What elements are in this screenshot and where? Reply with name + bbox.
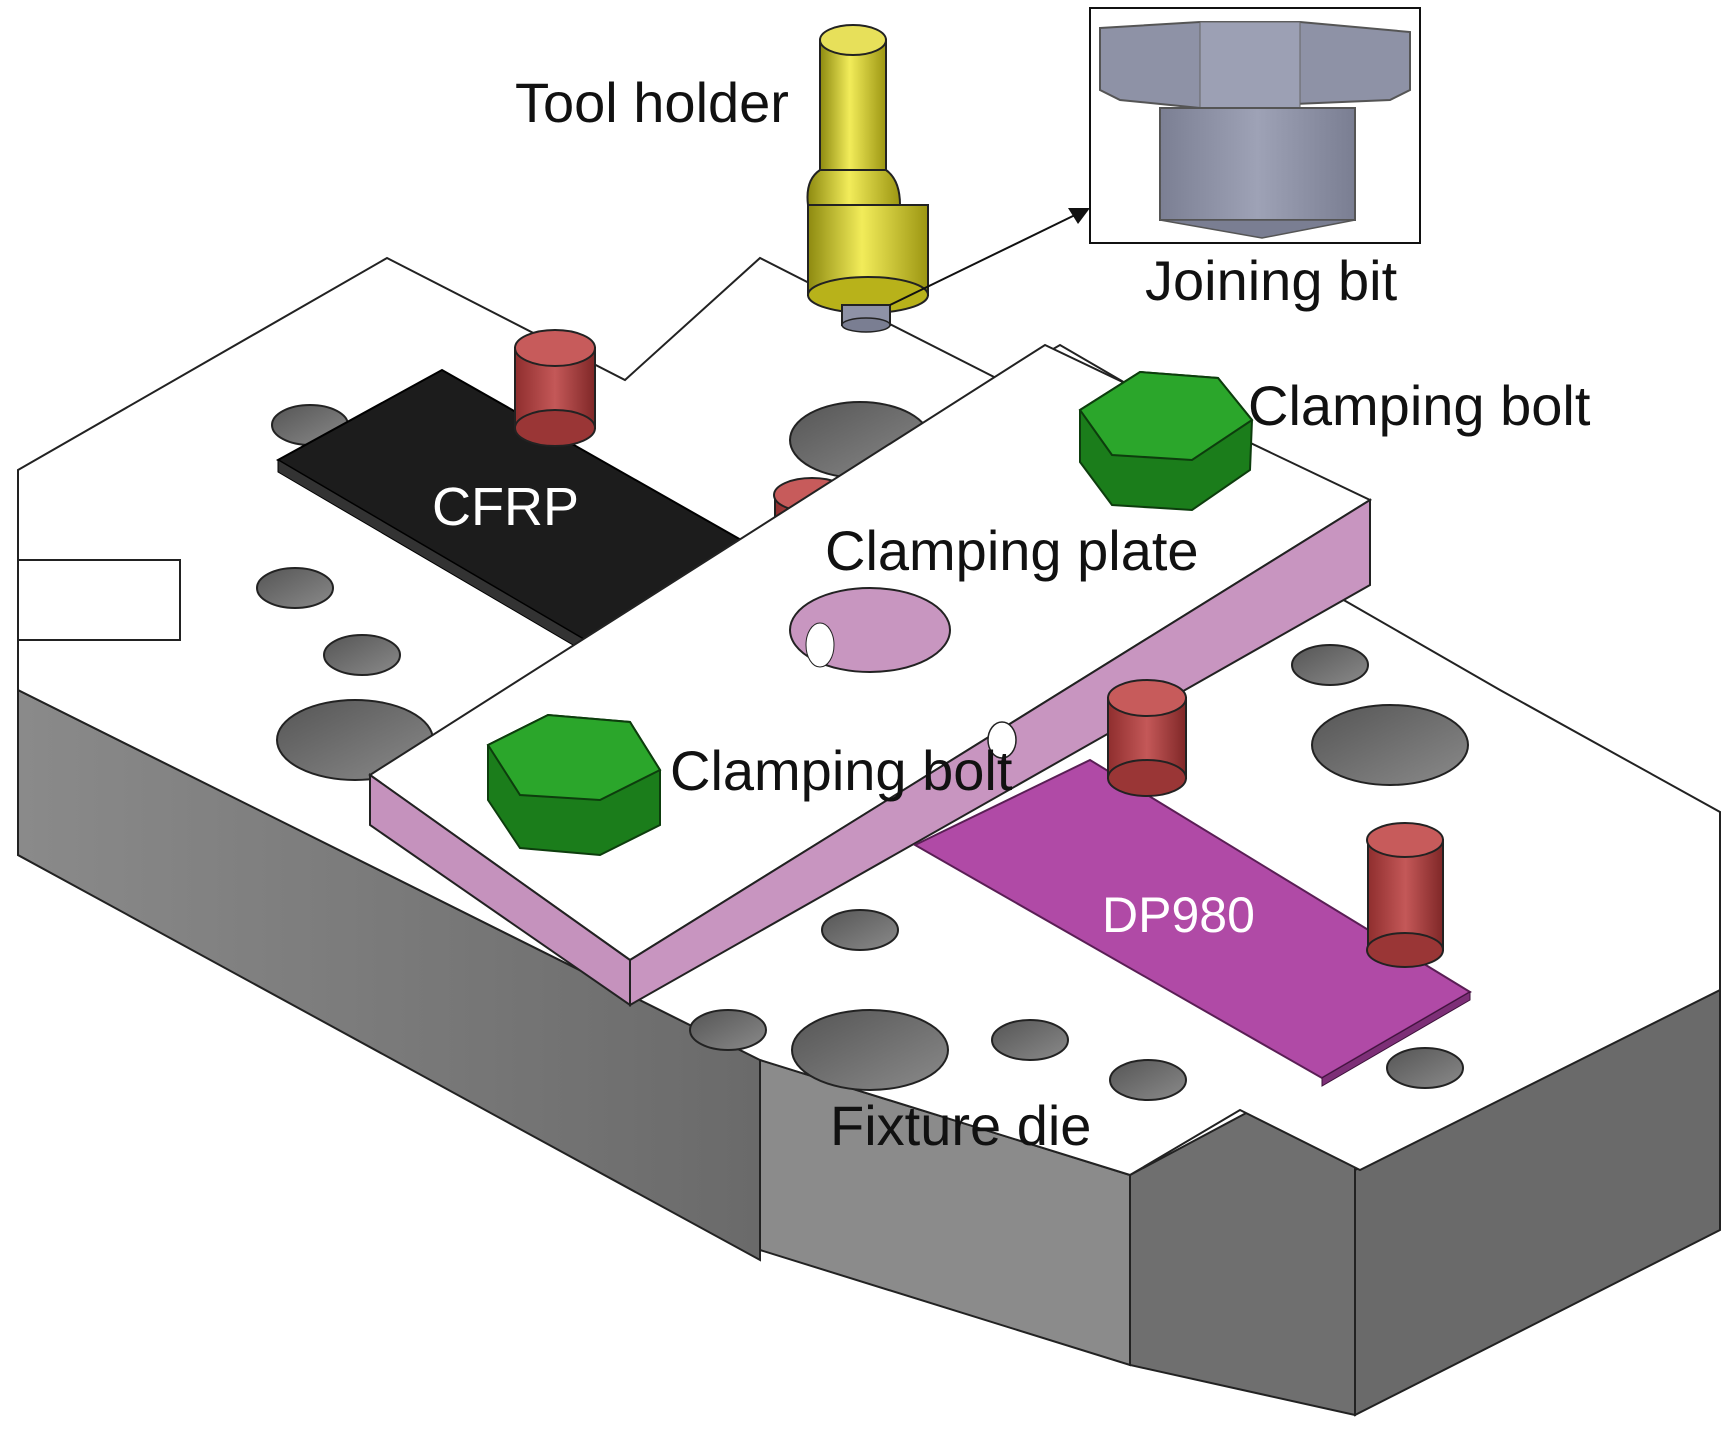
hole — [689, 1009, 767, 1051]
label-clamping-plate: Clamping plate — [825, 519, 1199, 582]
cfrp-sheet — [275, 368, 753, 653]
joining-bit-inset — [1089, 7, 1421, 244]
hole — [1311, 704, 1469, 786]
label-tool-holder: Tool holder — [515, 71, 789, 134]
label-clamping-bolt-top: Clamping bolt — [1248, 374, 1591, 437]
clamp-plate-hole-inner — [805, 622, 835, 668]
clamping-bolt-top — [1078, 370, 1254, 512]
tool-holder — [806, 24, 929, 333]
hole — [1109, 1059, 1187, 1101]
locating-pin — [1107, 679, 1187, 797]
hole — [1291, 644, 1369, 686]
arrow-to-joining-bit — [889, 208, 1090, 306]
label-joining-bit: Joining bit — [1145, 249, 1398, 312]
locating-pin — [514, 329, 596, 447]
label-cfrp: CFRP — [432, 477, 579, 537]
locating-pin — [1366, 822, 1444, 968]
clamp-plate-side-hole — [987, 721, 1017, 759]
joining-bit-pin — [1159, 107, 1356, 221]
hole — [991, 1019, 1069, 1061]
hole — [1386, 1047, 1464, 1089]
clamping-bolt-bottom — [486, 713, 662, 857]
label-dp980: DP980 — [1102, 887, 1255, 943]
hole — [323, 634, 401, 676]
hole — [791, 1009, 949, 1091]
die-holes — [256, 401, 1469, 1101]
dp980-sheet — [912, 758, 1472, 1087]
hole — [821, 909, 899, 951]
hole — [256, 567, 334, 609]
label-clamping-bolt-bottom: Clamping bolt — [670, 739, 1013, 802]
label-fixture-die: Fixture die — [830, 1094, 1091, 1157]
